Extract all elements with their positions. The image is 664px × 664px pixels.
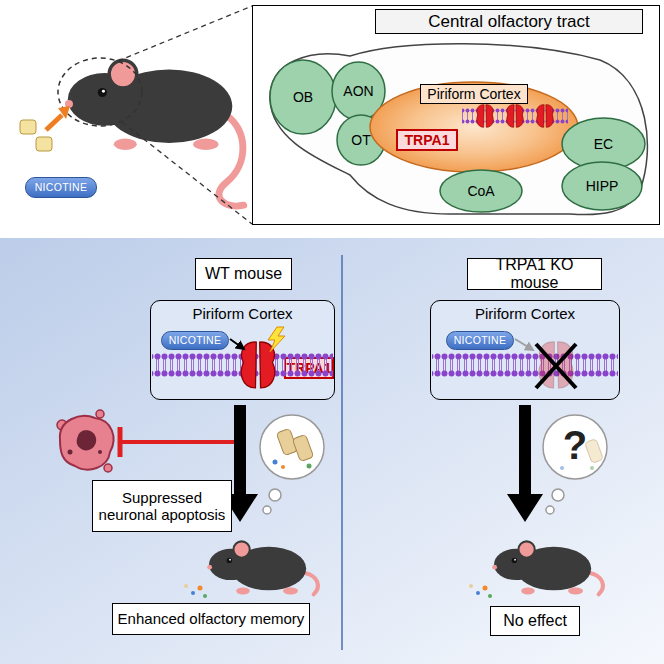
outcome-box: Enhanced olfactory memory <box>112 603 310 635</box>
activation-bolt <box>268 327 285 352</box>
intake-arrow-head <box>58 106 70 119</box>
binding-arrow <box>230 339 244 349</box>
node-text: EC <box>594 136 613 152</box>
node-text: Central olfactory tract <box>375 9 643 34</box>
zoom-line <box>122 122 252 224</box>
knockout-cross <box>536 344 576 388</box>
node-text: Piriform Cortex <box>420 84 527 104</box>
node-text: Piriform Cortex <box>192 305 292 322</box>
node-text: HIPP <box>586 178 619 194</box>
panel-background <box>0 238 664 664</box>
panel-divider <box>341 255 343 650</box>
brain-region: OB <box>269 59 337 135</box>
node-text: TRPA1 KO mouse <box>472 256 597 293</box>
node-text: Suppressed neuronal apoptosis <box>97 489 227 524</box>
channel-label: TRPA1 <box>396 129 458 151</box>
brain-region: CoA <box>439 169 523 213</box>
effect-arrow <box>507 405 543 522</box>
membrane <box>432 353 618 377</box>
membrane <box>152 353 333 377</box>
node-text: Enhanced olfactory memory <box>118 610 305 627</box>
node-text: WT mouse <box>205 265 282 283</box>
knocked-out-channel <box>539 342 572 388</box>
node-text: NICOTINE <box>169 334 222 346</box>
zoom-ellipse <box>58 58 142 126</box>
node-text: OB <box>293 89 313 105</box>
thought-bubble <box>543 415 607 514</box>
node-text: CoA <box>467 183 494 199</box>
mouse-illustration <box>492 541 603 594</box>
condition-box: TRPA1 KO mouse <box>467 258 602 290</box>
node-text: NICOTINE <box>454 334 507 346</box>
brain-outline <box>270 44 648 215</box>
node-text: TRPA1 <box>405 132 450 148</box>
nicotine-pellet <box>20 120 36 134</box>
mouse-illustration <box>207 541 318 594</box>
node-text: No effect <box>503 612 567 630</box>
inhibition-bar <box>118 427 123 457</box>
zoom-line <box>118 6 252 61</box>
inhibition-line <box>120 440 234 444</box>
channel-label: TRPA1 <box>284 357 334 379</box>
inset-frame: Central olfactory tractOBAONOTPiriform C… <box>252 5 660 225</box>
intake-arrow <box>46 115 62 130</box>
nicotine-pill: NICOTINE <box>161 331 229 350</box>
nicotine-pill: NICOTINE <box>25 177 97 198</box>
region-shape <box>270 60 336 134</box>
thought-symbol: ? <box>554 418 596 472</box>
thought-bubble <box>260 415 324 514</box>
region-shape <box>370 82 578 172</box>
trpa1-channel <box>241 342 274 388</box>
node-text: Piriform Cortex <box>475 305 575 322</box>
node-text: TRPA1 <box>287 360 332 376</box>
trpa1-channel <box>477 105 494 128</box>
outcome-box: Suppressed neuronal apoptosis <box>92 480 232 532</box>
brain-region: HIPP <box>561 161 643 211</box>
trpa1-channel <box>507 105 524 128</box>
node-text: NICOTINE <box>35 181 88 193</box>
nicotine-pellet <box>36 137 52 151</box>
node-text: AON <box>343 83 373 99</box>
piriform-region: Piriform CortexTRPA1 <box>369 81 579 173</box>
node-text: OT <box>351 132 370 148</box>
piriform-box: Piriform CortexNICOTINE TRPA1 <box>150 300 335 400</box>
apoptotic-cell <box>57 410 114 472</box>
outcome-box: No effect <box>490 606 580 636</box>
membrane <box>462 108 568 124</box>
binding-arrow <box>515 339 533 350</box>
trpa1-channel <box>537 105 554 128</box>
nicotine-pill: NICOTINE <box>446 331 514 350</box>
region-shape <box>440 170 522 212</box>
food-crumbs <box>184 584 492 598</box>
piriform-box: Piriform CortexNICOTINE <box>430 300 620 400</box>
region-shape <box>562 162 642 210</box>
condition-box: WT mouse <box>195 258 292 290</box>
knockout-cross <box>536 344 576 388</box>
